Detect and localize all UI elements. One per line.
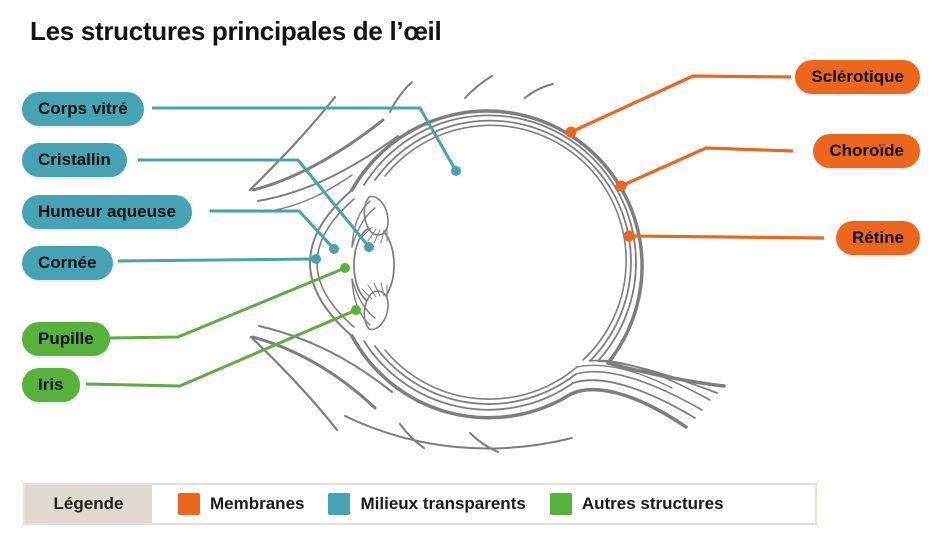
- iris-shape: [351, 200, 376, 326]
- marker-dot-corps-vitre: [451, 166, 461, 176]
- legend-label-membranes: Membranes: [210, 494, 305, 513]
- optic-nerve: [569, 359, 726, 429]
- marker-dot-retine: [623, 230, 635, 242]
- marker-dot-choroide: [615, 180, 627, 192]
- marker-dot-cristallin: [364, 242, 374, 252]
- marker-dot-sclerotique: [565, 126, 577, 138]
- eye-muscle-top: [248, 95, 399, 213]
- leader-line-corps-vitre: [152, 106, 458, 172]
- legend-item-autres-structures: Autres structures: [549, 493, 724, 515]
- marker-dot-pupille: [340, 263, 350, 273]
- marker-dot-iris: [351, 305, 361, 315]
- ciliary-body-bottom: [361, 282, 389, 331]
- leader-lines: [85, 74, 825, 388]
- label-pill-retine: Rétine: [836, 221, 920, 255]
- legend-item-milieux-transparents: Milieux transparents: [328, 493, 526, 515]
- leader-line-pupille: [107, 266, 346, 340]
- leader-line-choroide: [620, 146, 794, 188]
- legend-label-autres-structures: Autres structures: [581, 494, 724, 513]
- label-pill-iris: Iris: [22, 368, 80, 402]
- page-title: Les structures principales de l’œil: [30, 16, 442, 46]
- leader-line-iris: [85, 308, 357, 388]
- legend-swatch-membranes: [178, 493, 200, 515]
- label-pill-cristallin: Cristallin: [22, 143, 127, 177]
- marker-dot-humeur-aqueuse: [329, 244, 339, 254]
- label-pill-sclerotique: Sclérotique: [795, 60, 920, 94]
- eye-cross-section: [248, 75, 726, 453]
- legend-items: Membranes Milieux transparents Autres st…: [152, 485, 815, 523]
- eye-muscle-bottom: [249, 325, 573, 450]
- retina-outline: [374, 119, 632, 405]
- leader-line-humeur-aqueuse: [210, 209, 336, 251]
- leader-line-sclerotique: [570, 74, 792, 134]
- sclera-outline: [350, 109, 644, 420]
- legend-item-membranes: Membranes: [178, 493, 304, 515]
- label-pill-humeur-aqueuse: Humeur aqueuse: [22, 195, 192, 229]
- legend-label-milieux-transparents: Milieux transparents: [360, 494, 526, 513]
- label-pill-cornee: Cornée: [22, 246, 113, 280]
- legend-swatch-milieux-transparents: [328, 493, 351, 515]
- legend-bar: Légende Membranes Milieux transparents A…: [23, 483, 817, 525]
- leader-line-cristallin: [138, 158, 371, 248]
- marker-dot-cornee: [311, 254, 321, 264]
- leader-line-retine: [628, 234, 825, 240]
- choroid-outline: [363, 114, 637, 411]
- leader-line-cornee: [117, 257, 317, 263]
- legend-title-box: Légende: [25, 485, 152, 523]
- label-pill-corps-vitre: Corps vitré: [22, 92, 144, 126]
- legend-swatch-autres-structures: [549, 493, 572, 515]
- ciliary-body-top: [361, 195, 389, 244]
- label-pill-pupille: Pupille: [22, 322, 110, 356]
- eyelash-bottom: [399, 423, 499, 453]
- label-pill-choroide: Choroïde: [813, 134, 920, 168]
